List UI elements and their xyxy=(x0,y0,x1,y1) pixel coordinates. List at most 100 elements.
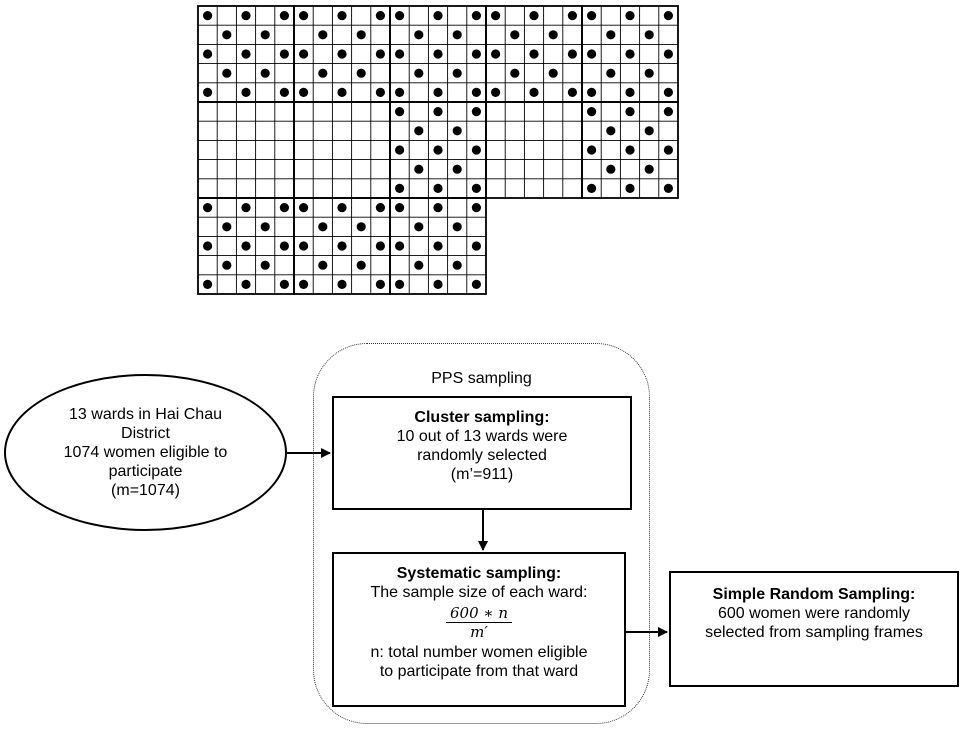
simple-random-sampling-line: 600 women were randomly xyxy=(717,605,911,622)
household-dot xyxy=(299,11,309,21)
household-dot xyxy=(222,222,232,232)
household-dot xyxy=(644,68,654,78)
population-line: (m=1074) xyxy=(111,482,180,499)
household-dot xyxy=(241,49,251,59)
household-dot xyxy=(203,49,213,59)
household-dot xyxy=(414,164,424,174)
household-dot xyxy=(644,164,654,174)
household-dot xyxy=(529,87,539,97)
population-ellipse: 13 wards in Hai Chau District 1074 women… xyxy=(4,374,287,531)
household-dot xyxy=(260,30,270,40)
household-dot xyxy=(279,203,289,213)
household-dot xyxy=(299,203,309,213)
household-dot xyxy=(356,260,366,270)
household-dot xyxy=(279,11,289,21)
population-line: District xyxy=(121,425,170,442)
household-dot xyxy=(567,11,578,21)
household-dot xyxy=(587,183,597,193)
household-dot xyxy=(433,145,443,155)
household-dot xyxy=(395,183,405,193)
household-dot xyxy=(471,145,481,155)
household-dot xyxy=(606,68,616,78)
household-dot xyxy=(299,87,309,97)
household-dot xyxy=(337,49,347,59)
population-line: 1074 women eligible to xyxy=(63,444,228,461)
population-line: 13 wards in Hai Chau xyxy=(69,406,222,423)
household-dot xyxy=(663,145,674,155)
household-dot xyxy=(471,203,481,213)
household-dot xyxy=(318,222,328,232)
cluster-sampling-heading: Cluster sampling: xyxy=(414,409,550,426)
household-dot xyxy=(337,203,347,213)
household-dot xyxy=(471,279,481,289)
household-dot xyxy=(644,30,654,40)
household-dot xyxy=(375,203,385,213)
household-dot xyxy=(433,49,443,59)
household-dot xyxy=(318,30,328,40)
household-dot xyxy=(395,11,405,21)
household-dot xyxy=(529,49,539,59)
household-dot xyxy=(548,68,558,78)
systematic-sampling-line: n: total number women eligible xyxy=(370,644,588,661)
household-dot xyxy=(587,87,597,97)
household-dot xyxy=(299,241,309,251)
household-dot xyxy=(433,183,443,193)
household-dot xyxy=(414,126,424,136)
wards-grid xyxy=(197,5,679,295)
household-dot xyxy=(203,279,213,289)
household-dot xyxy=(279,49,289,59)
household-dot xyxy=(375,49,385,59)
household-dot xyxy=(375,279,385,289)
household-dot xyxy=(452,68,462,78)
household-dot xyxy=(567,87,578,97)
household-dot xyxy=(356,68,366,78)
household-dot xyxy=(395,87,405,97)
household-dot xyxy=(222,30,232,40)
household-dot xyxy=(414,222,424,232)
household-dot xyxy=(337,279,347,289)
household-dot xyxy=(471,107,481,117)
household-dot xyxy=(529,11,539,21)
household-dot xyxy=(663,87,674,97)
household-dot xyxy=(587,107,597,117)
household-dot xyxy=(644,126,654,136)
ward-block xyxy=(197,101,295,199)
pps-sampling-frame xyxy=(313,343,650,724)
cluster-sampling-box: Cluster sampling: 10 out of 13 wards wer… xyxy=(332,396,632,510)
household-dot xyxy=(375,241,385,251)
household-dot xyxy=(222,260,232,270)
household-dot xyxy=(510,30,520,40)
household-dot xyxy=(414,260,424,270)
formula-denominator: m′ xyxy=(470,623,488,641)
household-dot xyxy=(395,49,405,59)
systematic-sampling-line: to participate from that ward xyxy=(379,663,579,680)
household-dot xyxy=(567,49,578,59)
household-dot xyxy=(471,241,481,251)
household-dot xyxy=(203,11,213,21)
formula-numerator: 600 ∗ n xyxy=(445,604,513,623)
household-dot xyxy=(452,260,462,270)
household-dot xyxy=(337,87,347,97)
household-dot xyxy=(241,241,251,251)
household-dot xyxy=(395,145,405,155)
household-dot xyxy=(279,87,289,97)
household-dot xyxy=(395,279,405,289)
household-dot xyxy=(356,30,366,40)
household-dot xyxy=(663,183,674,193)
household-dot xyxy=(414,68,424,78)
household-dot xyxy=(241,279,251,289)
household-dot xyxy=(318,68,328,78)
household-dot xyxy=(203,87,213,97)
household-dot xyxy=(606,126,616,136)
household-dot xyxy=(587,145,597,155)
household-dot xyxy=(260,68,270,78)
household-dot xyxy=(471,49,481,59)
household-dot xyxy=(625,11,635,21)
household-dot xyxy=(279,279,289,289)
household-dot xyxy=(606,164,616,174)
systematic-sampling-line: The sample size of each ward: xyxy=(370,584,588,601)
systematic-sampling-box: Systematic sampling: The sample size of … xyxy=(332,552,626,707)
household-dot xyxy=(433,87,443,97)
population-line: participate xyxy=(108,463,183,480)
household-dot xyxy=(395,107,405,117)
